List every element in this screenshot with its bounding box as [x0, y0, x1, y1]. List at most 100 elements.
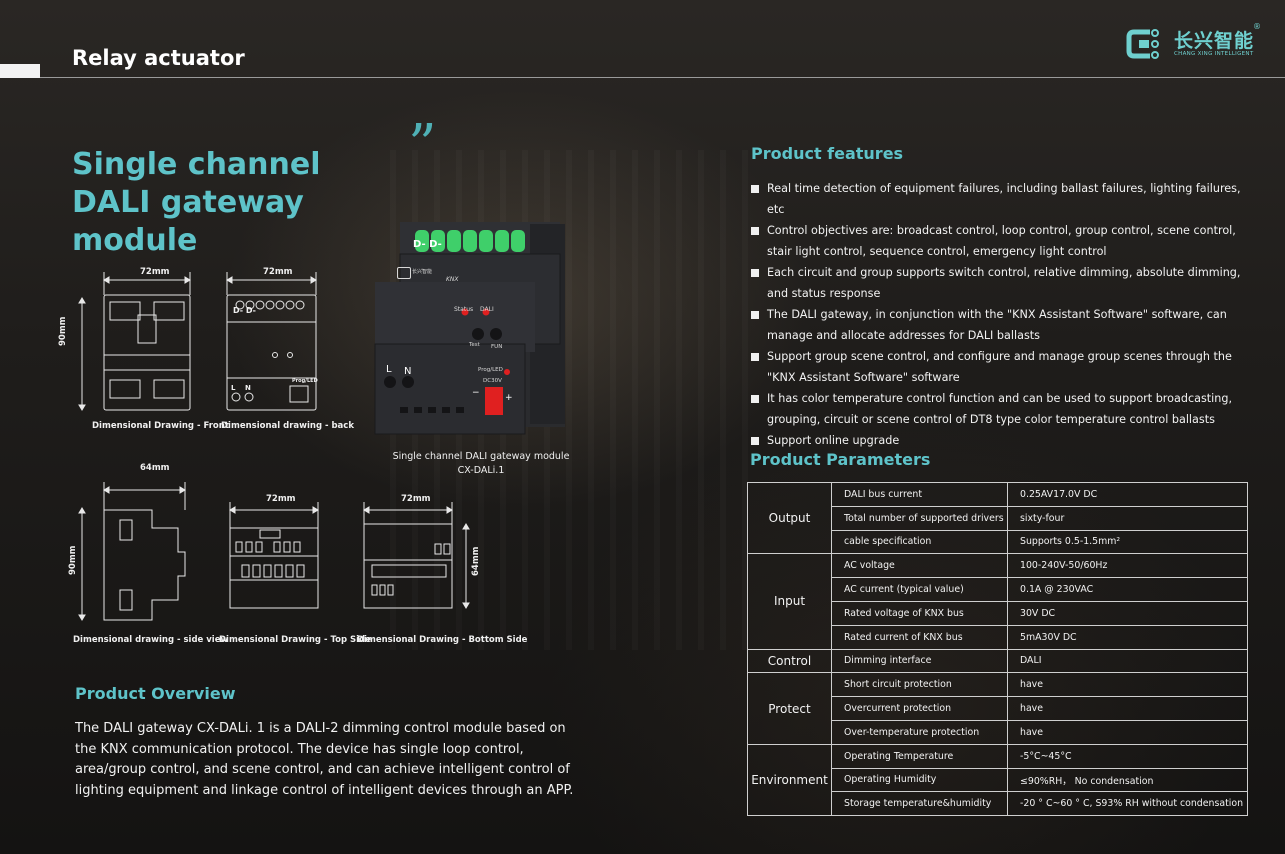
- product-caption-model: CX-DALi.1: [457, 465, 505, 476]
- brand-logo: 长兴智能 CHANG XING INTELLIGENT ®: [1126, 22, 1266, 66]
- device-dali-label: DALI: [480, 306, 494, 313]
- back-l-label: L: [231, 384, 236, 392]
- front-width-label: 72mm: [140, 267, 170, 277]
- table-row: Input AC voltage 100-240V-50/60Hz: [747, 553, 1248, 650]
- category-cell: Protect: [747, 672, 832, 745]
- side-height-label: 90mm: [68, 545, 78, 575]
- table-row: Overcurrent protection have: [748, 696, 1248, 721]
- category-cell: Output: [747, 481, 832, 555]
- back-prog-label: Prog/LED: [292, 378, 318, 384]
- logo-registered-mark: ®: [1253, 22, 1261, 31]
- device-minus-label: −: [472, 388, 480, 398]
- back-terminal-label: D- D-: [233, 306, 257, 315]
- param-value: 0.25AV17.0V DC: [1007, 482, 1248, 507]
- param-value: have: [1007, 672, 1248, 698]
- param-value: 30V DC: [1007, 600, 1248, 626]
- param-name: Overcurrent protection: [831, 696, 1008, 721]
- device-prog-label: Prog/LED: [478, 367, 503, 373]
- feature-item: Support online upgrade: [751, 430, 1256, 451]
- logo-english-text: CHANG XING INTELLIGENT: [1174, 51, 1254, 57]
- table-row: AC current (typical value) 0.1A @ 230VAC: [748, 577, 1248, 602]
- param-value: 100-240V-50/60Hz: [1007, 553, 1248, 579]
- param-name: Total number of supported drivers: [831, 505, 1008, 531]
- param-name: Over-temperature protection: [831, 719, 1008, 745]
- param-name: Dimming interface: [831, 648, 1008, 674]
- side-drawing: [78, 482, 186, 621]
- param-name: AC voltage: [831, 553, 1008, 579]
- table-row: Rated voltage of KNX bus 30V DC: [748, 600, 1248, 626]
- side-width-label: 64mm: [140, 463, 170, 473]
- logo-mark-icon: [1126, 29, 1159, 59]
- category-cell: Input: [747, 553, 832, 650]
- table-row: Environment Operating Temperature -5°C~4…: [747, 743, 1248, 817]
- param-value: 0.1A @ 230VAC: [1007, 577, 1248, 602]
- param-value: sixty-four: [1007, 505, 1248, 531]
- device-plus-label: +: [505, 393, 513, 403]
- param-value: have: [1007, 696, 1248, 721]
- device-l-label: L: [386, 364, 392, 375]
- back-drawing: [226, 272, 317, 411]
- param-value: 5mA30V DC: [1007, 624, 1248, 650]
- front-drawing-caption: Dimensional Drawing - Front: [92, 421, 229, 431]
- param-value: ≤90%RH， No condensation: [1007, 767, 1248, 793]
- device-knx-label: KNX: [446, 276, 459, 283]
- bottom-width-label: 72mm: [401, 494, 431, 504]
- feature-item: It has color temperature control functio…: [751, 388, 1256, 430]
- feature-item: Control objectives are: broadcast contro…: [751, 220, 1256, 262]
- param-name: Short circuit protection: [831, 672, 1008, 698]
- device-brand-icon: [397, 267, 411, 279]
- table-row: Over-temperature protection have: [748, 719, 1248, 745]
- feature-item: Support group scene control, and configu…: [751, 346, 1256, 388]
- back-width-label: 72mm: [263, 267, 293, 277]
- top-drawing-caption: Dimensional Drawing - Top Side: [219, 635, 371, 645]
- feature-item: The DALI gateway, in conjunction with th…: [751, 304, 1256, 346]
- header-tab-marker: [0, 64, 40, 78]
- device-n-label: N: [404, 366, 412, 377]
- front-height-label: 90mm: [58, 316, 68, 346]
- table-row: Control Dimming interface DALI: [747, 648, 1248, 674]
- param-value: Supports 0.5-1.5mm²: [1007, 529, 1248, 555]
- param-name: Rated voltage of KNX bus: [831, 600, 1008, 626]
- device-fun-label: FUN: [491, 344, 503, 350]
- section-title: Relay actuator: [72, 46, 245, 70]
- param-name: cable specification: [831, 529, 1008, 555]
- param-name: Rated current of KNX bus: [831, 624, 1008, 650]
- category-cell: Environment: [747, 743, 832, 817]
- param-value: -20 ° C~60 ° C, S93% RH without condensa…: [1007, 791, 1248, 817]
- table-row: Protect Short circuit protection have: [747, 672, 1248, 745]
- device-dc-label: DC30V: [483, 378, 502, 384]
- param-name: DALI bus current: [831, 482, 1008, 507]
- table-row: Total number of supported drivers sixty-…: [748, 505, 1248, 531]
- header-divider: [40, 77, 1285, 78]
- bottom-height-label: 64mm: [471, 546, 481, 576]
- param-value: -5°C~45°C: [1007, 743, 1248, 769]
- features-title: Product features: [751, 144, 904, 163]
- bottom-drawing-caption: Dimensional Drawing - Bottom Side: [357, 635, 528, 645]
- device-status-label: Status: [454, 306, 474, 313]
- overview-text: The DALI gateway CX-DALi. 1 is a DALI-2 …: [75, 721, 574, 798]
- param-value: DALI: [1007, 648, 1248, 674]
- parameters-table: Output DALI bus current 0.25AV17.0V DC T…: [747, 481, 1248, 817]
- feature-item: Real time detection of equipment failure…: [751, 178, 1256, 220]
- top-drawing: [229, 502, 319, 609]
- product-device-image: [374, 222, 565, 435]
- back-drawing-caption: Dimensional drawing - back: [221, 421, 354, 431]
- overview-title: Product Overview: [75, 684, 236, 703]
- logo-chinese-text: 长兴智能: [1174, 30, 1255, 52]
- table-row: Storage temperature&humidity -20 ° C~60 …: [748, 791, 1248, 817]
- table-row: Rated current of KNX bus 5mA30V DC: [748, 624, 1248, 650]
- front-drawing: [78, 272, 191, 411]
- side-drawing-caption: Dimensional drawing - side view: [73, 635, 229, 645]
- features-list: Real time detection of equipment failure…: [751, 178, 1256, 451]
- param-name: AC current (typical value): [831, 577, 1008, 602]
- param-name: Operating Humidity: [831, 767, 1008, 793]
- dimensional-drawings: [78, 272, 470, 621]
- param-name: Storage temperature&humidity: [831, 791, 1008, 817]
- device-test-label: Test: [469, 342, 480, 348]
- table-row: Output DALI bus current 0.25AV17.0V DC: [747, 481, 1248, 555]
- bottom-drawing: [363, 502, 470, 609]
- product-caption-name: Single channel DALI gateway module: [392, 451, 570, 462]
- category-cell: Control: [747, 648, 832, 674]
- table-row: Operating Humidity ≤90%RH， No condensati…: [748, 767, 1248, 793]
- table-row: cable specification Supports 0.5-1.5mm²: [748, 529, 1248, 555]
